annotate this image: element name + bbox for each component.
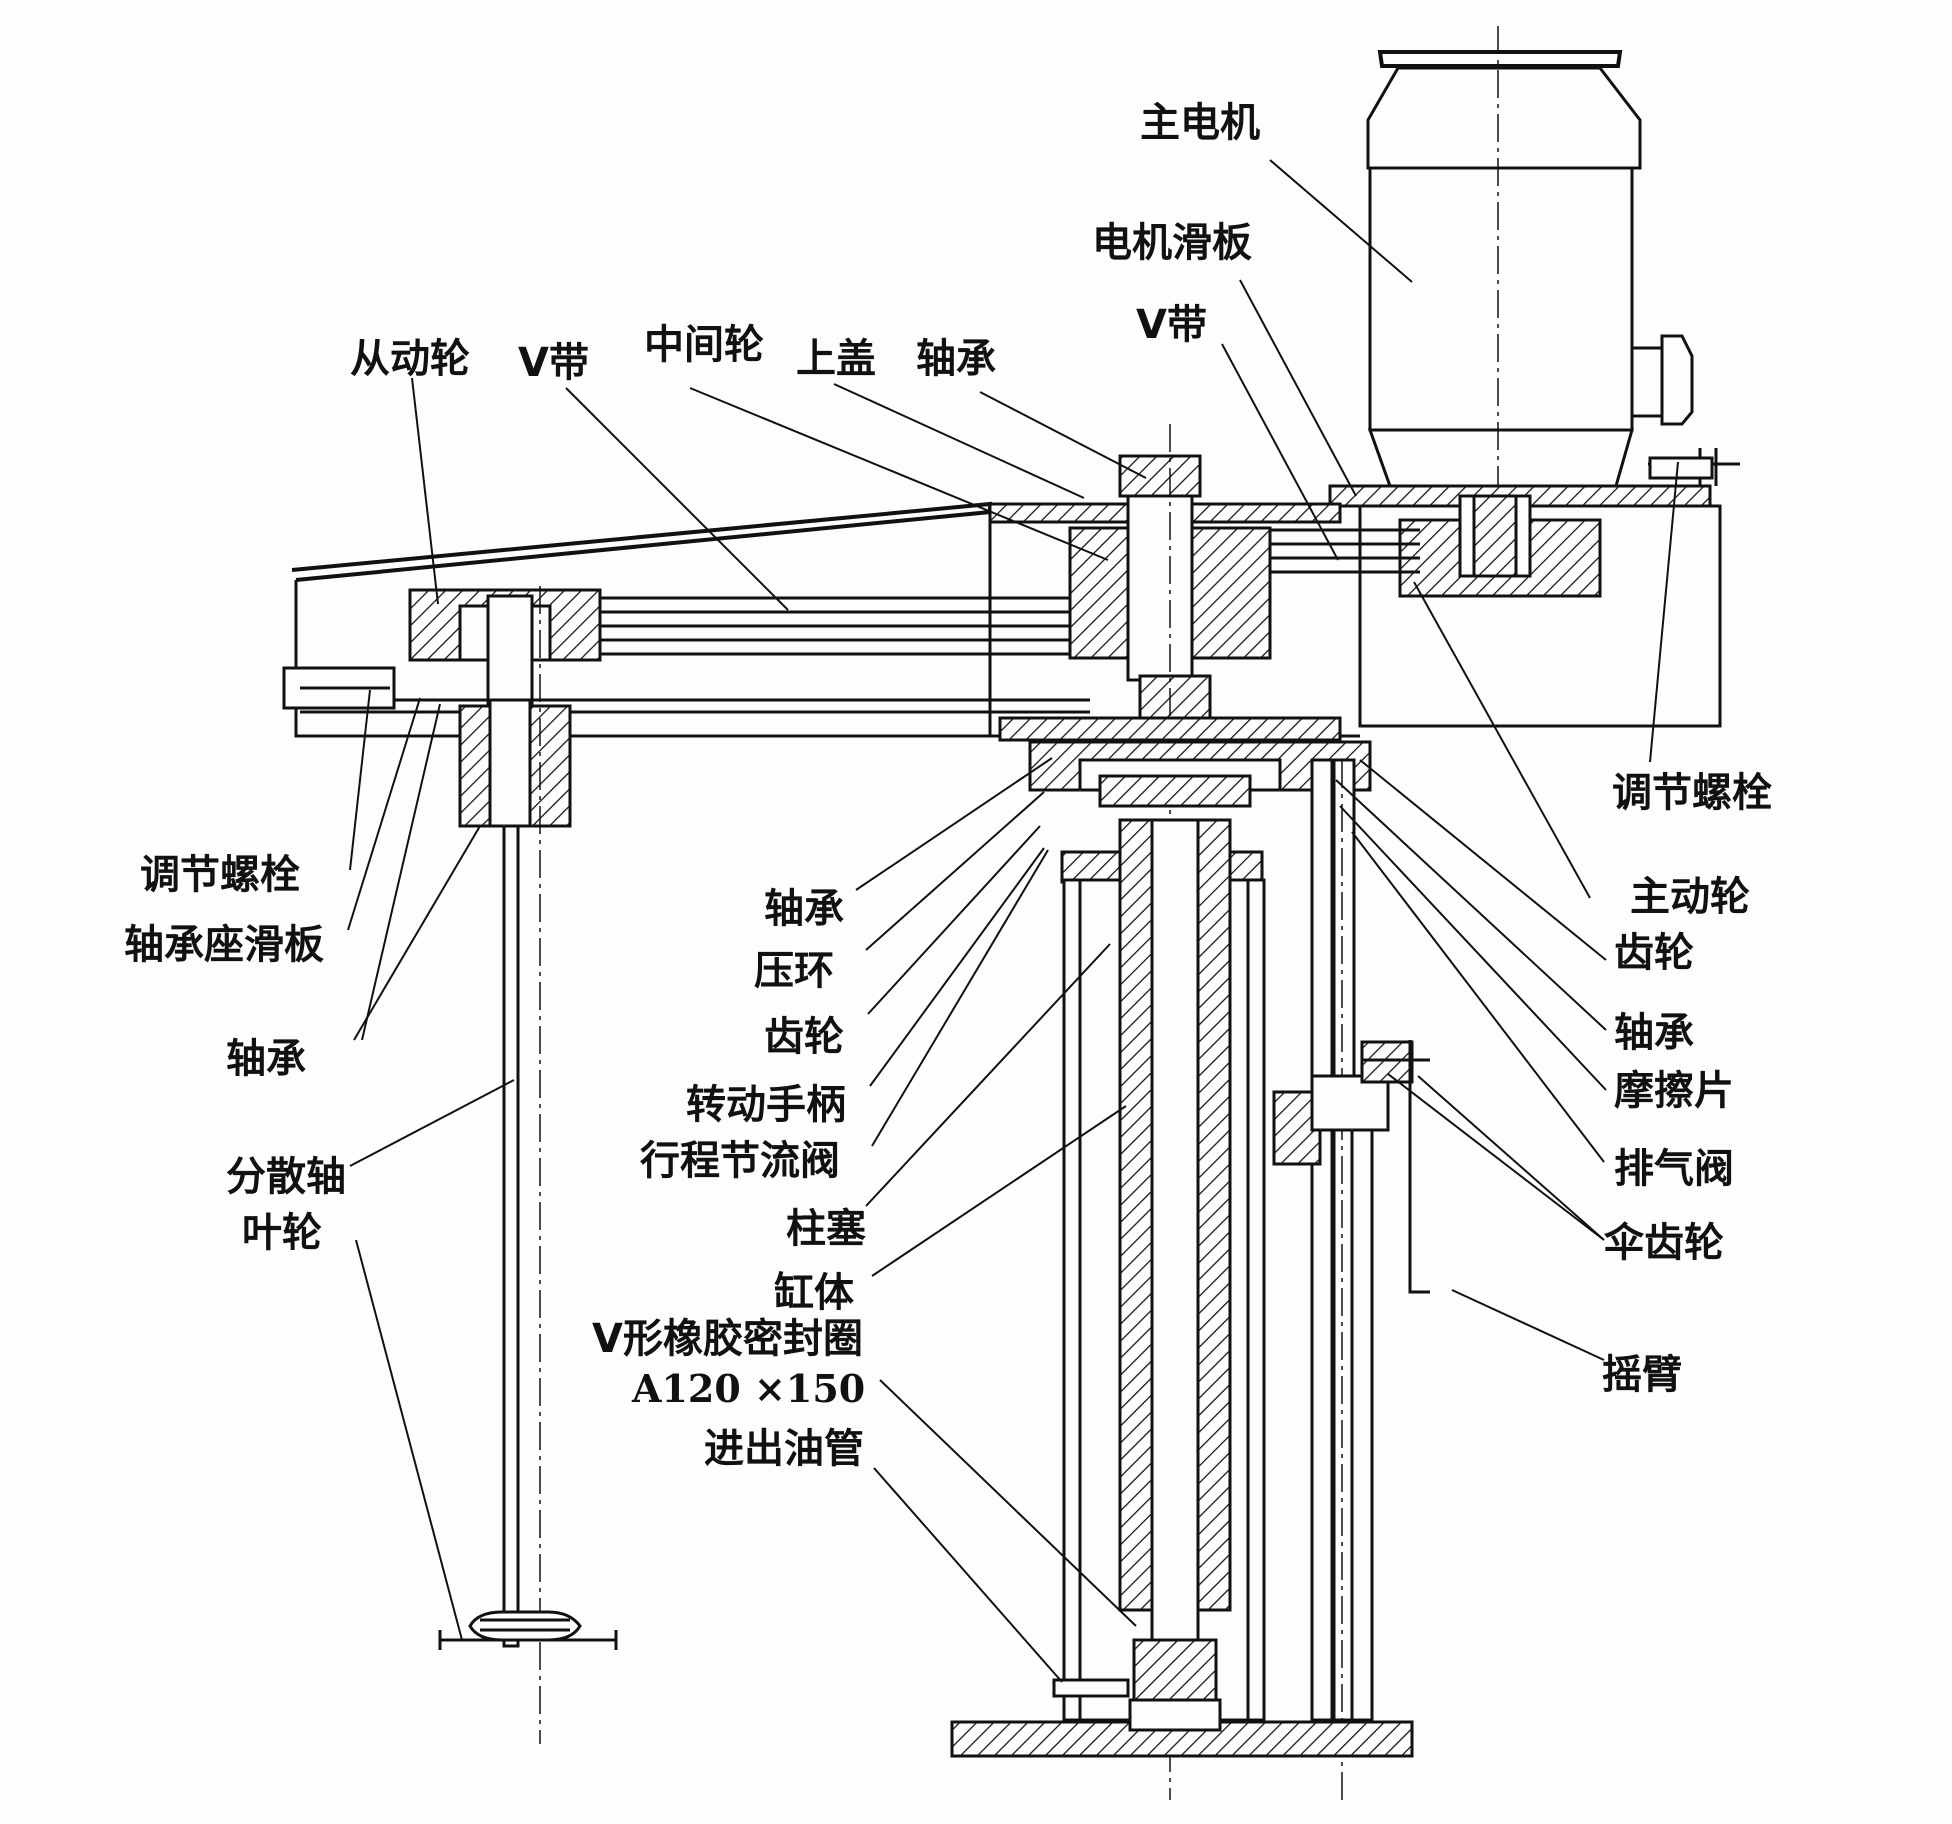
label-oil-pipe: 进出油管 bbox=[704, 1426, 864, 1472]
v-belt-right bbox=[1270, 528, 1420, 574]
label-driven-wheel: 从动轮 bbox=[350, 336, 470, 382]
label-top-cover: 上盖 bbox=[796, 336, 876, 382]
labels: 主电机 电机滑板 V带 从动轮 V带 中间轮 上盖 轴承 调节螺栓 轴承座滑板 … bbox=[124, 100, 1772, 1472]
label-stroke-throttle-valve: 行程节流阀 bbox=[640, 1138, 840, 1184]
label-adjust-bolt-left: 调节螺栓 bbox=[140, 852, 300, 898]
label-driving-wheel: 主动轮 bbox=[1630, 874, 1750, 920]
label-rocker-arm: 摇臂 bbox=[1602, 1352, 1682, 1398]
label-seal-spec: A120 ×150 bbox=[631, 1366, 865, 1411]
label-press-ring: 压环 bbox=[754, 948, 834, 994]
label-vent-valve: 排气阀 bbox=[1614, 1146, 1734, 1192]
label-gear-mid: 齿轮 bbox=[764, 1014, 844, 1060]
impeller bbox=[438, 1610, 618, 1650]
label-idler-wheel: 中间轮 bbox=[644, 322, 764, 368]
v-belt-left bbox=[600, 596, 1080, 656]
label-impeller: 叶轮 bbox=[242, 1210, 322, 1256]
label-friction-plate: 摩擦片 bbox=[1614, 1068, 1734, 1114]
label-plunger: 柱塞 bbox=[786, 1206, 866, 1252]
label-main-motor: 主电机 bbox=[1140, 100, 1260, 146]
bevel-gear-crank bbox=[1272, 1040, 1430, 1294]
main-motor bbox=[1366, 26, 1694, 610]
label-rotate-handle: 转动手柄 bbox=[686, 1082, 846, 1128]
label-cylinder: 缸体 bbox=[774, 1270, 854, 1316]
label-bearing-left: 轴承 bbox=[226, 1036, 306, 1082]
label-v-seal: V形橡胶密封圈 bbox=[592, 1316, 863, 1362]
label-gear-right: 齿轮 bbox=[1614, 930, 1694, 976]
driven-wheel bbox=[408, 586, 602, 1744]
label-adjust-bolt-right: 调节螺栓 bbox=[1612, 770, 1772, 816]
motor-housing bbox=[1328, 448, 1740, 728]
label-bearing-top: 轴承 bbox=[916, 336, 996, 382]
label-motor-slide: 电机滑板 bbox=[1092, 220, 1252, 266]
label-v-belt-right: V带 bbox=[1136, 302, 1207, 348]
label-v-belt-left: V带 bbox=[518, 340, 589, 386]
label-bearing-right: 轴承 bbox=[1614, 1010, 1694, 1056]
label-bevel-gear: 伞齿轮 bbox=[1604, 1220, 1724, 1266]
label-bearing-seat-slide: 轴承座滑板 bbox=[124, 922, 324, 968]
label-bearing-mid: 轴承 bbox=[764, 886, 844, 932]
column-assembly bbox=[950, 716, 1414, 1800]
leader-lines bbox=[347, 159, 1679, 1683]
label-dispersing-shaft: 分散轴 bbox=[226, 1154, 346, 1200]
